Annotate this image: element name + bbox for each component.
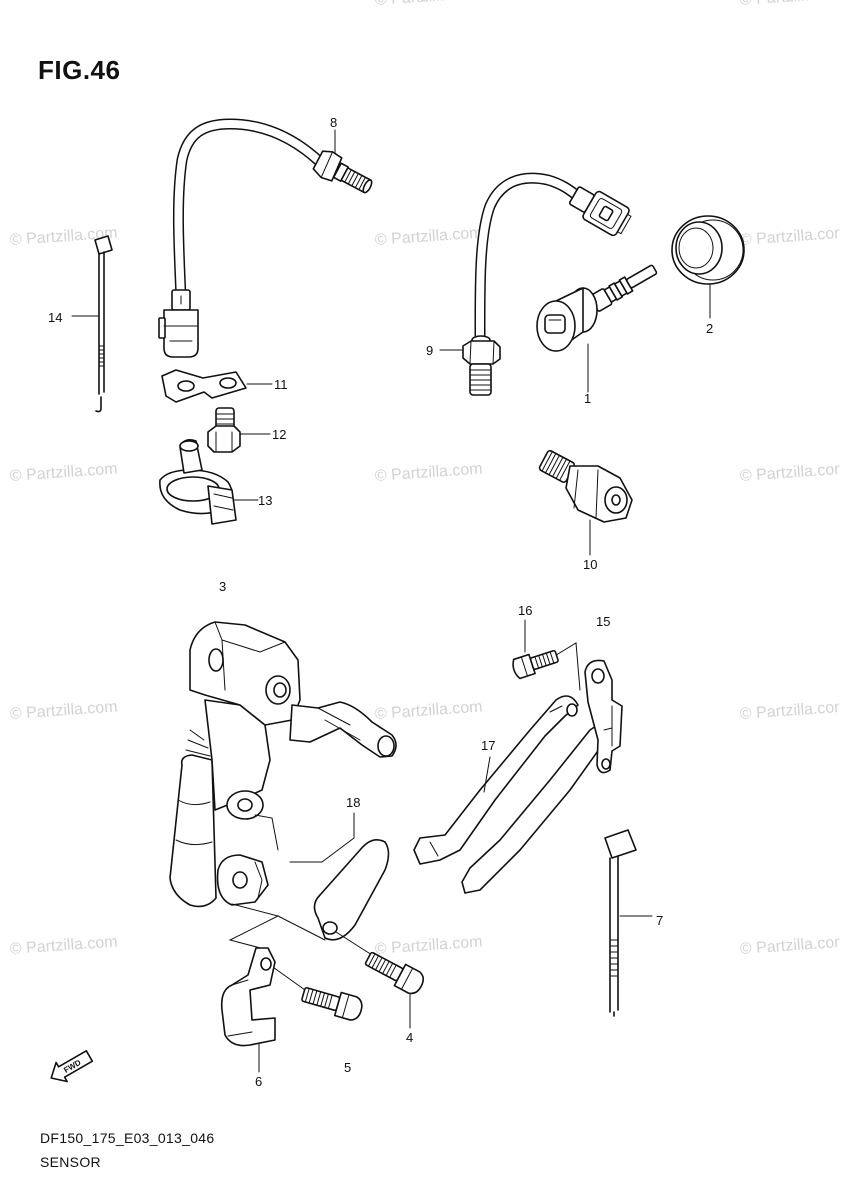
callout-15: 15	[596, 614, 610, 629]
part-16-bolt[interactable]	[511, 646, 560, 680]
callout-4: 4	[406, 1030, 413, 1045]
part-11-plate[interactable]	[161, 369, 247, 403]
callout-2: 2	[706, 321, 713, 336]
part-13-clamp[interactable]	[159, 439, 237, 525]
part-15-bracket[interactable]	[584, 659, 623, 774]
part-2-grommet[interactable]	[671, 215, 745, 285]
part-17-holder[interactable]	[413, 695, 610, 894]
part-18-plate[interactable]	[313, 839, 390, 941]
leader-18	[321, 812, 355, 863]
callout-10: 10	[583, 557, 597, 572]
diagram-code: DF150_175_E03_013_046	[40, 1130, 215, 1146]
assembly-reference-lines	[228, 642, 581, 991]
callout-1: 1	[584, 391, 591, 406]
part-8-sensor-harness[interactable]	[158, 118, 377, 358]
spacer	[216, 854, 269, 906]
callout-14: 14	[48, 310, 62, 325]
callout-17: 17	[481, 738, 495, 753]
part-8-connector	[158, 289, 199, 358]
part-8-sensor-head	[312, 150, 373, 194]
callout-12: 12	[272, 427, 286, 442]
leader-17	[483, 756, 491, 793]
callout-7: 7	[656, 913, 663, 928]
part-1-sensor[interactable]	[536, 261, 659, 352]
section-name: SENSOR	[40, 1154, 101, 1170]
part-3-bracket-assembly[interactable]	[169, 621, 397, 908]
figure-title: FIG.46	[38, 55, 121, 85]
callout-8: 8	[330, 115, 337, 130]
part-10-sensor[interactable]	[538, 449, 633, 523]
callout-18: 18	[346, 795, 360, 810]
callout-13: 13	[258, 493, 272, 508]
part-14-cable-tie[interactable]	[94, 235, 113, 413]
callout-11: 11	[274, 377, 288, 392]
part-4-bolt[interactable]	[363, 948, 427, 997]
part-12-bolt[interactable]	[207, 407, 241, 453]
callout-5: 5	[344, 1060, 351, 1075]
callout-16: 16	[518, 603, 532, 618]
fwd-arrow-icon: FWD	[50, 1050, 94, 1083]
part-6-clip[interactable]	[220, 947, 276, 1047]
callout-3: 3	[219, 579, 226, 594]
part-7-cable-tie[interactable]	[604, 829, 637, 1017]
part-5-bolt[interactable]	[300, 983, 364, 1023]
leader-lines	[71, 129, 711, 1073]
part-9-connector	[568, 186, 632, 237]
part-9-sensor-harness[interactable]	[462, 172, 634, 396]
callout-6: 6	[255, 1074, 262, 1089]
callout-9: 9	[426, 343, 433, 358]
